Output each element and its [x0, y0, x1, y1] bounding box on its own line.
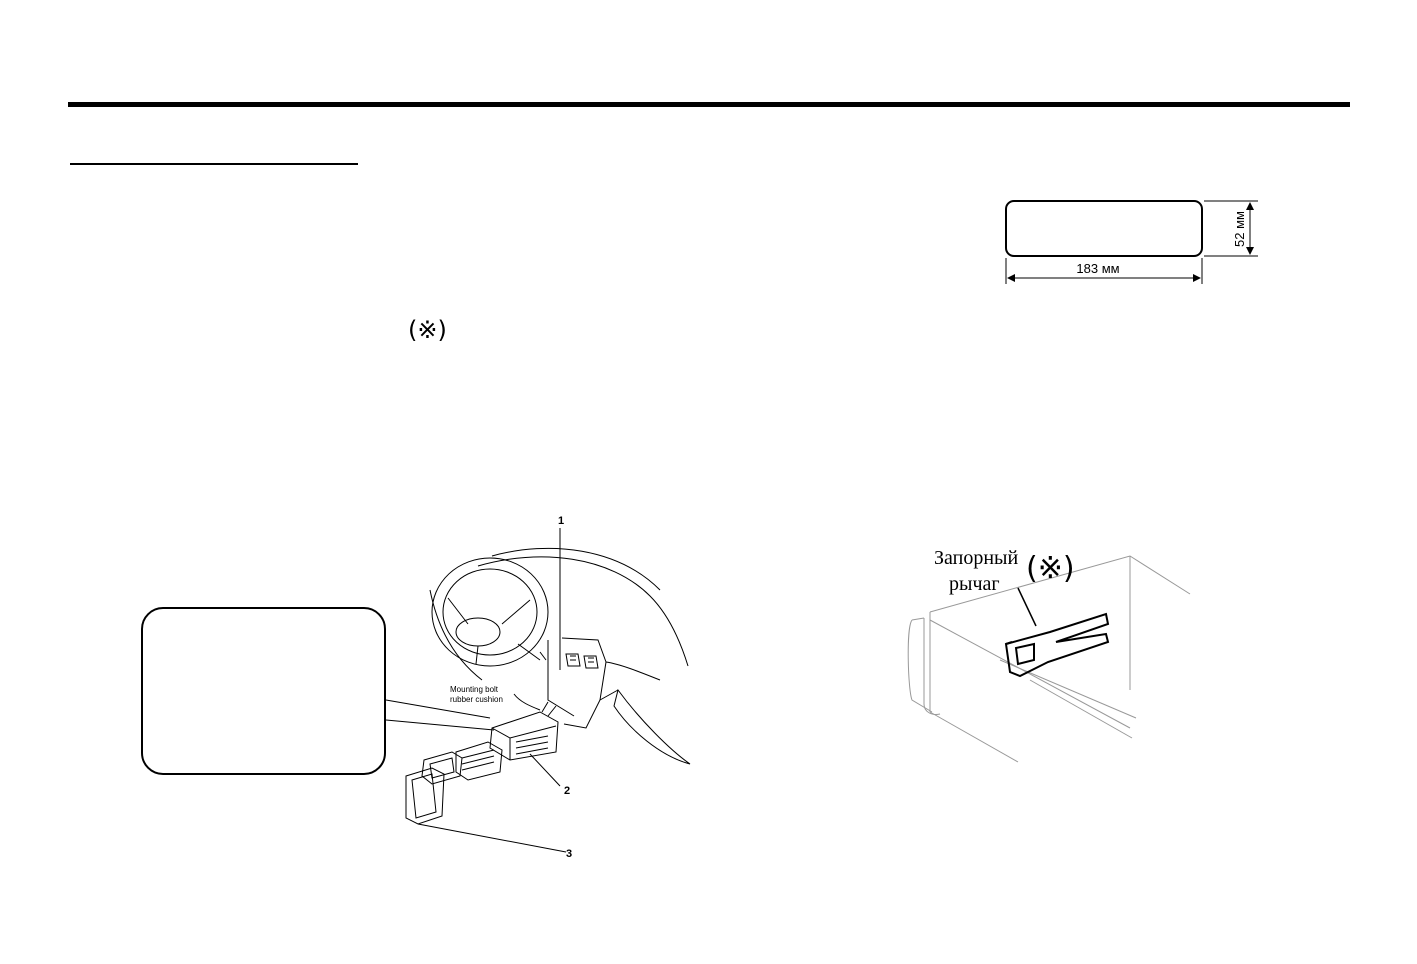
- width-dimension-label: 183 мм: [1076, 261, 1119, 276]
- callout-3: 3: [566, 848, 572, 860]
- locking-lever-label-line2: рычаг: [949, 573, 1000, 595]
- locking-lever-label-line1: Запорный: [934, 547, 1018, 569]
- section-title-underline: [70, 163, 358, 165]
- callout-1: 1: [558, 515, 564, 527]
- callout-2: 2: [564, 785, 570, 797]
- height-dimension-label: 52 мм: [1232, 211, 1247, 247]
- rubber-cushion-label: rubber cushion: [450, 695, 503, 704]
- mounting-bolt-label: Mounting bolt: [450, 685, 499, 694]
- opening-rectangle: [1005, 200, 1203, 257]
- locking-lever-mark: (※): [1026, 551, 1075, 586]
- reference-mark: (※): [408, 316, 447, 344]
- header-rule: [68, 102, 1350, 107]
- note-box: [141, 607, 386, 775]
